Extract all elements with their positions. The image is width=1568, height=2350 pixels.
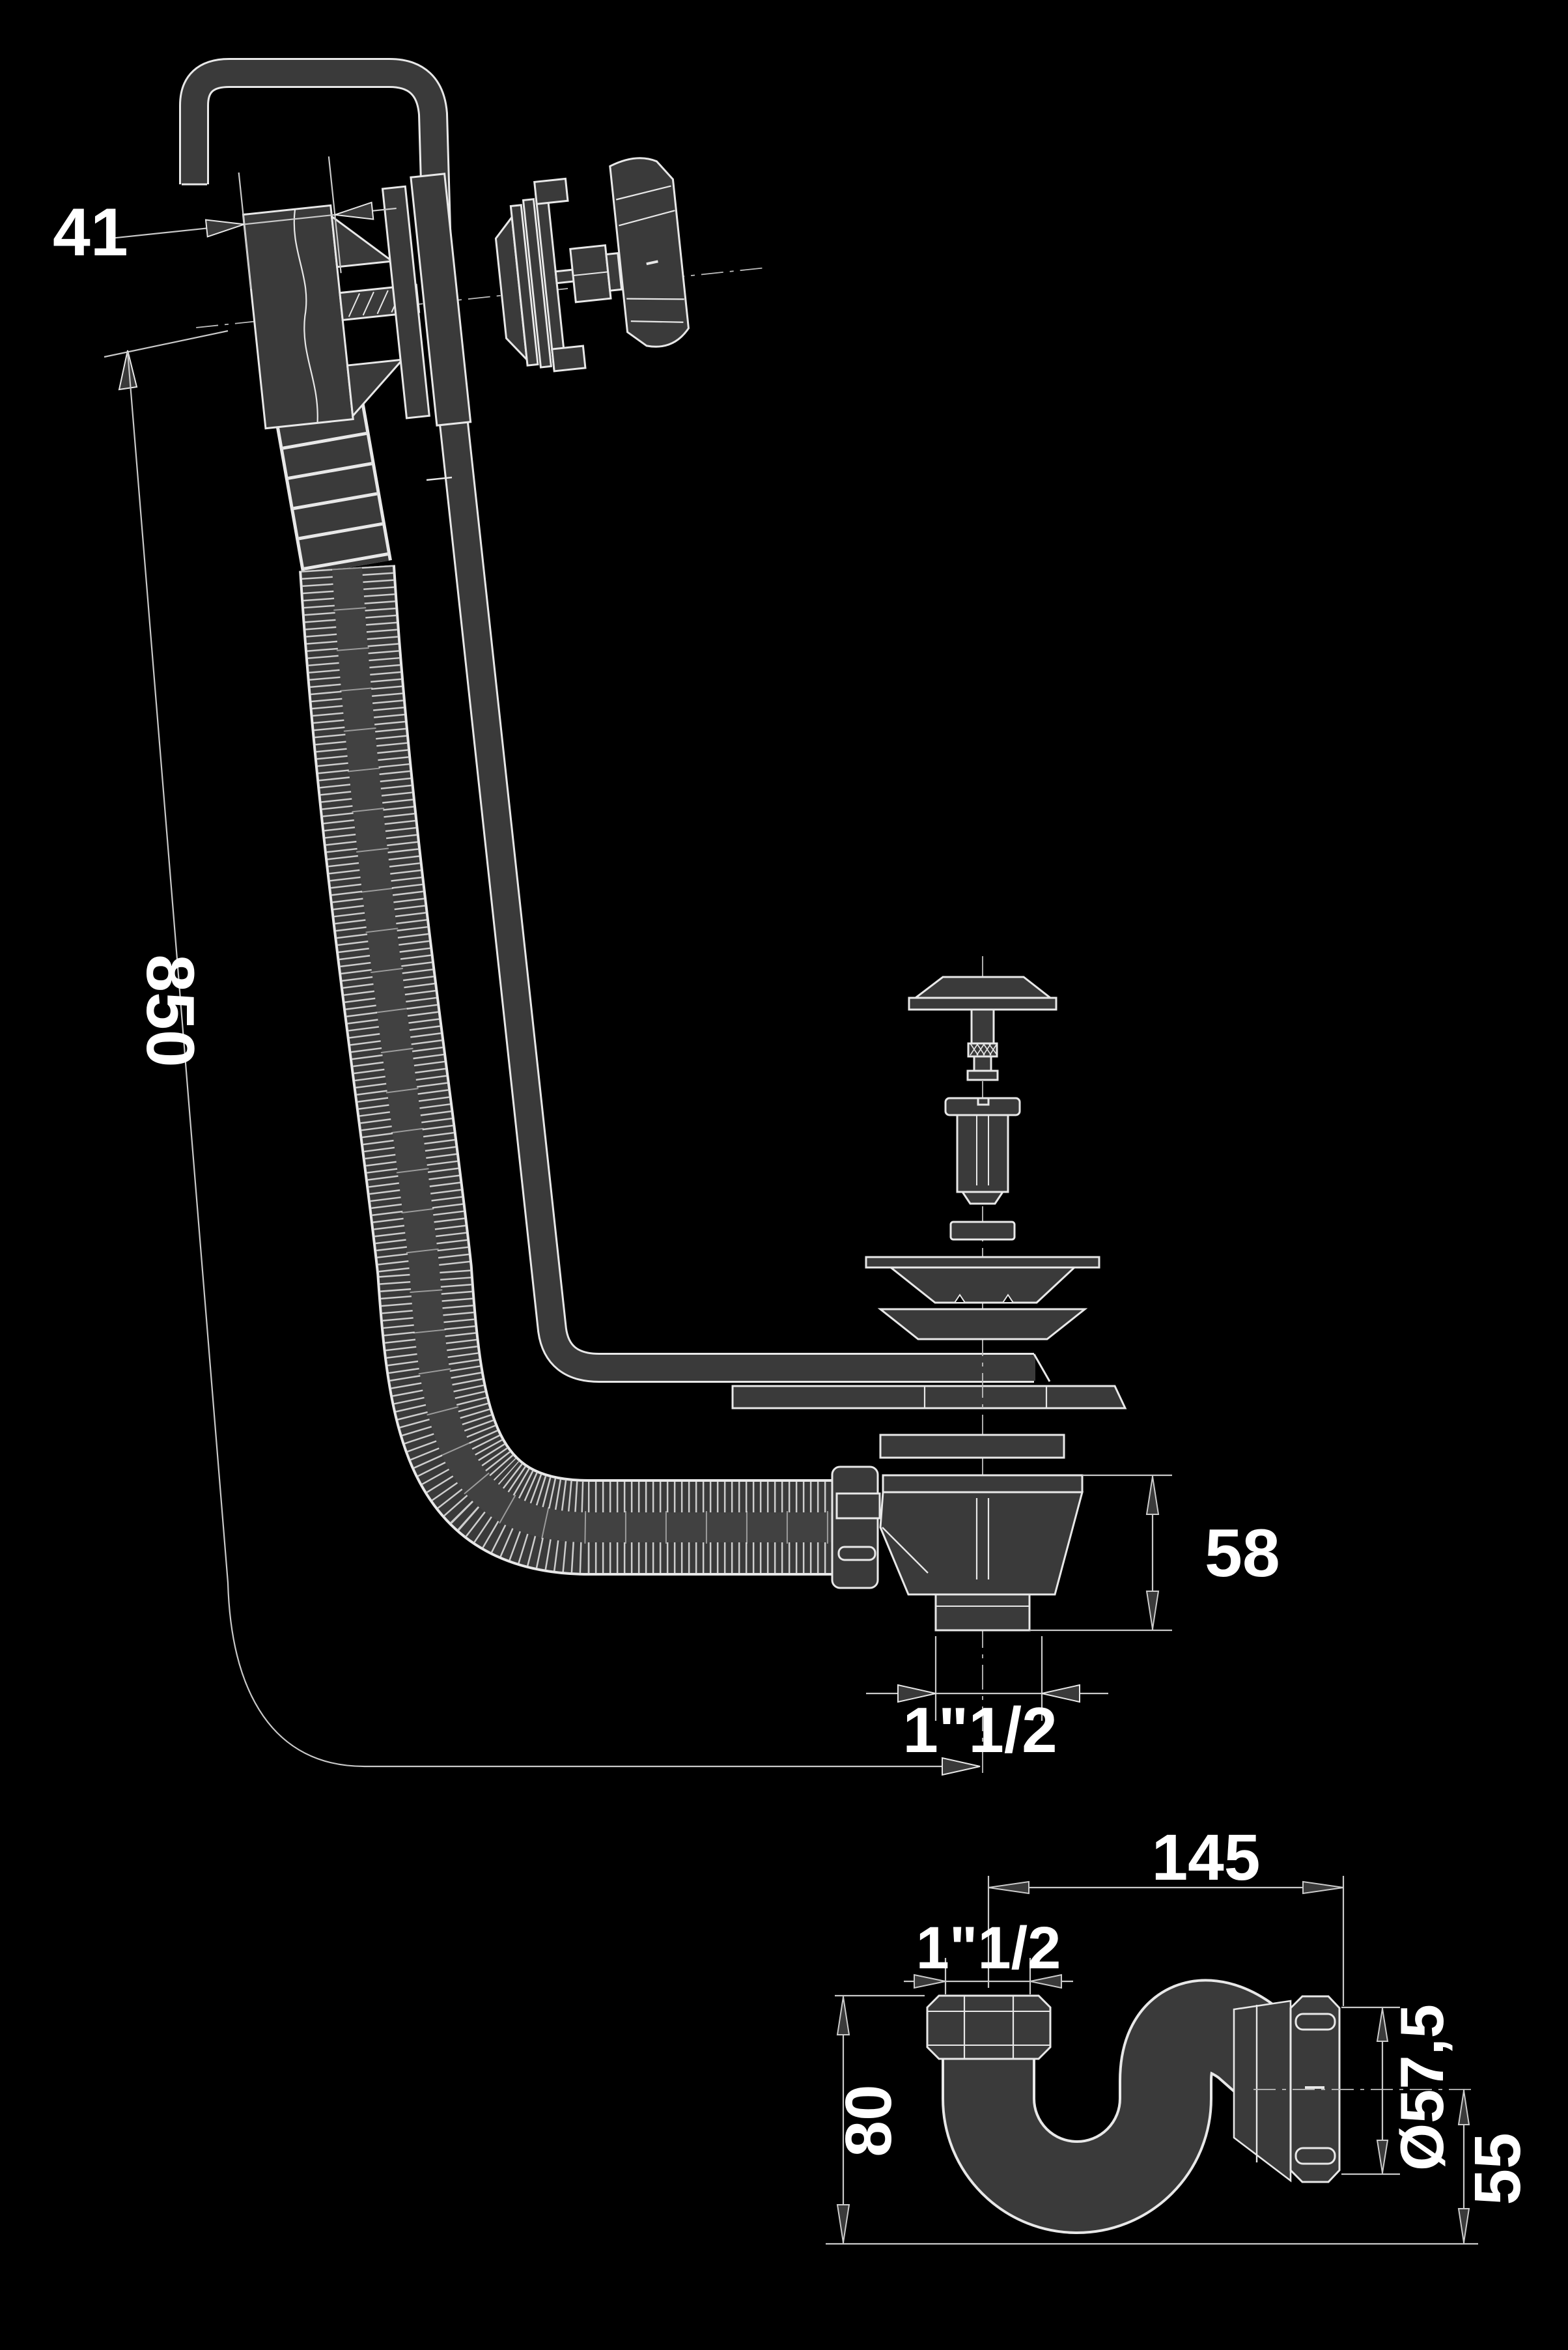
dim-trap-thread-label: 1"1/2 [916, 1915, 1061, 1981]
strainer-flange [865, 1256, 1100, 1304]
dim-80 [826, 1994, 1478, 2245]
arrow-right-icon [914, 1974, 946, 1989]
dim-41-label: 41 [53, 195, 128, 270]
arrow-up-icon [1145, 1476, 1160, 1515]
overflow-knob [609, 157, 690, 348]
arrow-left-icon [334, 201, 374, 220]
flexible-hose [274, 401, 837, 1576]
arrow-up-icon [836, 1996, 850, 2035]
arrow-down-icon [1145, 1591, 1160, 1630]
clamp-plate-outer [410, 173, 472, 427]
dim-58 [1029, 1474, 1172, 1632]
arrow-right-icon [942, 1757, 981, 1776]
overflow-head-assembly [111, 156, 766, 430]
arrow-right-icon [204, 219, 245, 238]
rosette [494, 177, 587, 373]
dim-850-label: 850 [132, 954, 208, 1068]
dim-80-label: 80 [832, 2084, 905, 2157]
arrow-down-icon [1376, 2140, 1389, 2173]
plug-cap [908, 976, 1057, 1081]
dim-145-label: 145 [1152, 1821, 1261, 1894]
hose-nut [831, 1465, 881, 1589]
p-trap [926, 1979, 1477, 2234]
dim-trap-diameter-label: Ø57,5 [1388, 2004, 1456, 2171]
arrow-left-icon [1029, 1974, 1062, 1989]
dim-waste-thread-label: 1"1/2 [903, 1694, 1057, 1766]
dim-145 [987, 1876, 1345, 2006]
washer [949, 1221, 1016, 1241]
trap-outlet-nut [1289, 1995, 1341, 2183]
dim-55-label: 55 [1461, 2132, 1534, 2205]
arrow-up-icon [118, 350, 138, 391]
gasket [879, 1434, 1065, 1459]
clamp-plate-inner [381, 185, 430, 419]
tub-floor-section [731, 1385, 1127, 1409]
arrow-left-icon [988, 1880, 1029, 1895]
arrow-up-icon [1457, 2090, 1470, 2125]
trap-inlet-nut [926, 1994, 1052, 2060]
arrow-down-icon [836, 2204, 850, 2243]
dim-58-label: 58 [1205, 1516, 1280, 1591]
dim-850 [104, 330, 981, 1776]
dim-55 [1457, 2089, 1470, 2244]
waste-outlet [934, 1593, 1031, 1632]
arrow-right-icon [897, 1684, 936, 1703]
dim-trap-diameter [1341, 2006, 1400, 2175]
plug-bushing [944, 1097, 1021, 1205]
dim-trap-thread [904, 1958, 1073, 1994]
arrow-down-icon [1457, 2208, 1470, 2243]
arrow-up-icon [1376, 2008, 1389, 2042]
waste-plug-stack [831, 956, 1100, 1779]
seal-dish [877, 1308, 1088, 1340]
dim-waste-thread [866, 1636, 1108, 1721]
trap-elbow [1233, 2000, 1292, 2183]
arrow-right-icon [1302, 1880, 1344, 1895]
arrow-left-icon [1041, 1684, 1080, 1703]
waste-body [879, 1474, 1084, 1632]
overflow-pipe [179, 58, 1051, 1383]
